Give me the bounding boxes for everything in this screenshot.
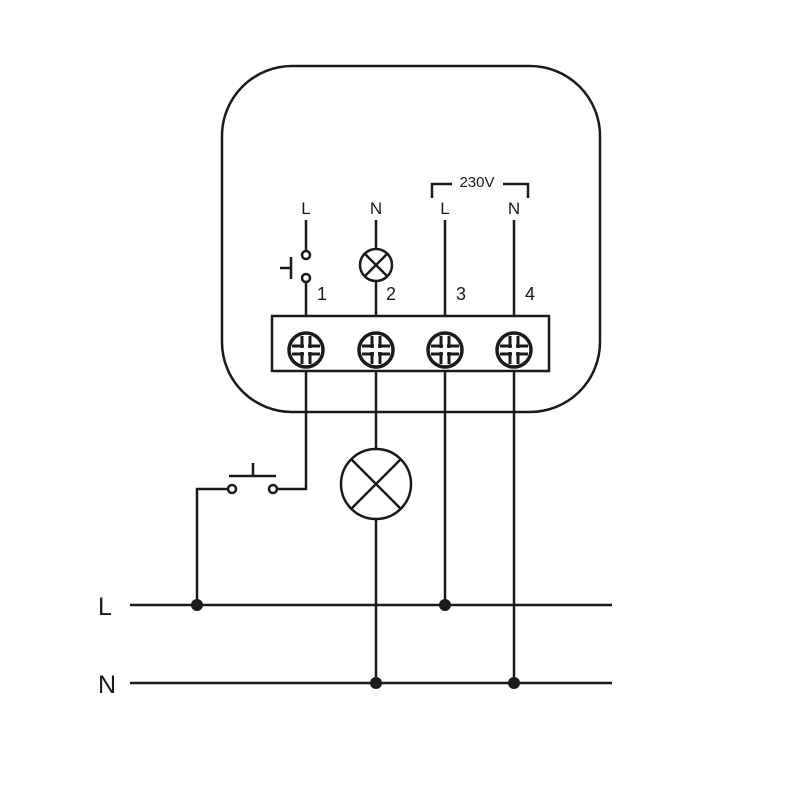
supply-voltage-label: 230V bbox=[459, 174, 494, 191]
junction-dot bbox=[370, 677, 382, 689]
top-label-2: N bbox=[370, 199, 382, 218]
screw-terminal-1 bbox=[287, 331, 325, 369]
top-label-3: L bbox=[440, 199, 449, 218]
device-housing bbox=[220, 64, 602, 414]
terminal-number-4: 4 bbox=[525, 284, 535, 304]
junction-dot bbox=[439, 599, 451, 611]
wire-terminal-1 bbox=[277, 371, 308, 491]
pushbutton-symbol bbox=[226, 463, 279, 495]
terminal-block bbox=[270, 314, 551, 373]
junction-dot bbox=[191, 599, 203, 611]
screw-terminal-2 bbox=[357, 331, 395, 369]
screw-terminal-3 bbox=[426, 331, 464, 369]
terminal-number-1: 1 bbox=[317, 284, 327, 304]
terminal-number-2: 2 bbox=[386, 284, 396, 304]
wire-switch-to-line bbox=[195, 487, 228, 605]
screw-terminal-4 bbox=[495, 331, 533, 369]
lamp-icon bbox=[339, 447, 413, 521]
junction-dots bbox=[191, 599, 520, 689]
top-label-4: N bbox=[508, 199, 520, 218]
terminal-number-3: 3 bbox=[456, 284, 466, 304]
neutral-label: N bbox=[98, 671, 116, 699]
line-label: L bbox=[98, 593, 112, 621]
lamp-icon-small bbox=[358, 220, 394, 316]
supply-bracket bbox=[430, 182, 530, 198]
top-label-1: L bbox=[301, 199, 310, 218]
pushbutton-symbol-small bbox=[280, 220, 312, 316]
junction-dot bbox=[508, 677, 520, 689]
